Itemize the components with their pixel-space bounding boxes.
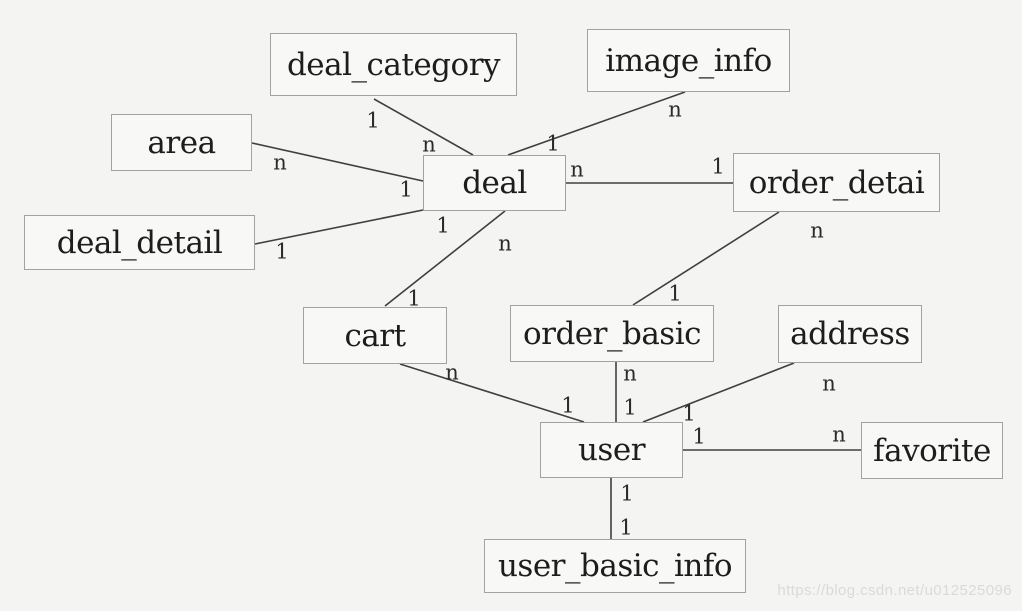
card-deal-order_detai-to: 1 [711, 154, 725, 179]
edge-deal-cart [384, 210, 506, 307]
card-deal-order_detai-from: n [570, 157, 584, 182]
card-user-favorite-to: n [832, 422, 846, 447]
entity-area: area [111, 114, 252, 171]
edge-image_info-deal [507, 91, 686, 156]
edge-deal_category-deal [373, 98, 474, 156]
entity-deal_detail: deal_detail [24, 215, 255, 270]
entity-user_basic_info: user_basic_info [484, 539, 746, 593]
entity-favorite: favorite [861, 422, 1003, 479]
edge-order_detai-order_basic [632, 211, 780, 306]
card-cart-user-from: n [445, 360, 459, 385]
card-deal-cart-to: 1 [407, 286, 421, 311]
entity-image_info: image_info [587, 29, 790, 92]
entity-address: address [778, 305, 922, 363]
card-image_info-deal-from: n [668, 97, 682, 122]
card-user-user_basic_info-to: 1 [619, 515, 633, 540]
card-address-user-from: n [822, 371, 836, 396]
card-order_basic-user-from: n [623, 361, 637, 386]
edge-cart-user [399, 363, 585, 423]
entity-order_basic: order_basic [510, 305, 714, 362]
card-address-user-to: 1 [682, 401, 696, 426]
card-order_basic-user-to: 1 [623, 395, 637, 420]
entity-order_detai: order_detai [733, 153, 940, 212]
watermark: https://blog.csdn.net/u012525096 [777, 582, 1012, 599]
card-user-favorite-from: 1 [692, 424, 706, 449]
card-user-user_basic_info-from: 1 [620, 481, 634, 506]
card-deal_category-deal-from: 1 [366, 108, 380, 133]
card-deal_category-deal-to: n [422, 132, 436, 157]
card-order_detai-order_basic-to: 1 [668, 281, 682, 306]
edge-area-deal [251, 142, 424, 182]
card-image_info-deal-to: 1 [546, 131, 560, 156]
entity-cart: cart [303, 307, 447, 364]
card-deal_detail-deal-to: 1 [436, 213, 450, 238]
entity-deal_category: deal_category [270, 33, 517, 96]
card-area-deal-from: n [273, 150, 287, 175]
card-deal-cart-from: n [498, 231, 512, 256]
entity-deal: deal [423, 155, 566, 211]
card-deal_detail-deal-from: 1 [275, 239, 289, 264]
card-order_detai-order_basic-from: n [810, 218, 824, 243]
card-cart-user-to: 1 [561, 393, 575, 418]
edge-address-user [642, 362, 795, 423]
edge-deal_detail-deal [254, 209, 424, 245]
entity-user: user [540, 422, 683, 478]
card-area-deal-to: 1 [399, 177, 413, 202]
